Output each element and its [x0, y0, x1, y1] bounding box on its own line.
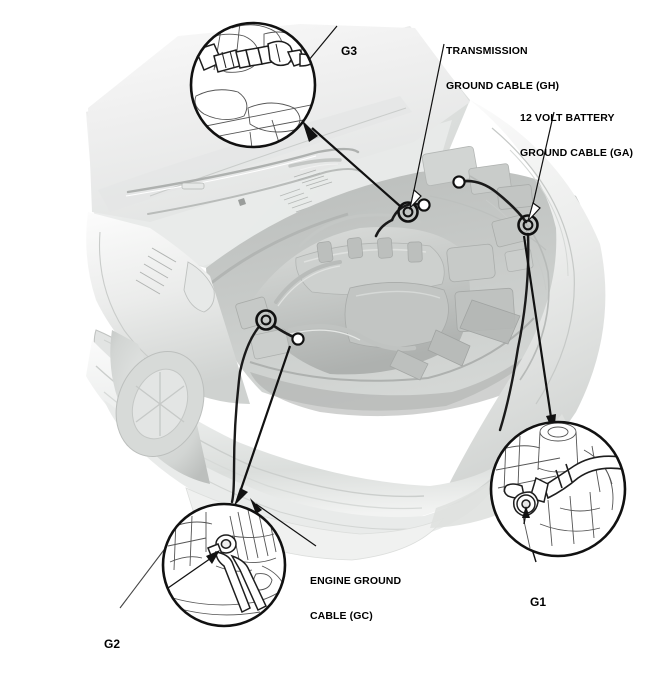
- ground-cable-gh: [374, 202, 426, 238]
- callout-label-g1-line-1: G1: [530, 594, 547, 609]
- g2-inner-arrow: [167, 550, 220, 589]
- leader-g2-label-to-detail: [119, 533, 177, 609]
- callout-label-g1: G1: [530, 569, 546, 636]
- callout-label-ga: 12 VOLT BATTERY GROUND CABLE (GA): [520, 89, 633, 183]
- callout-label-gc-line-2: CABLE (GC): [310, 609, 373, 622]
- scuttle-grille: [293, 169, 333, 190]
- hood-panel: [88, 24, 470, 222]
- right-inner-fender: [469, 175, 550, 381]
- leader-ga-terminal-to-g1: [522, 235, 556, 434]
- callout-label-gc: ENGINE GROUND CABLE (GC): [310, 552, 401, 646]
- g3-detail-artwork: [191, 23, 315, 147]
- leader-gh-label: [408, 43, 445, 211]
- callout-label-gh-line-1: TRANSMISSION: [446, 44, 528, 57]
- callout-label-gc-line-1: ENGINE GROUND: [310, 574, 402, 587]
- leader-g1-label-to-detail: [516, 502, 537, 563]
- callout-label-g3-line-1: G3: [341, 43, 358, 58]
- callout-label-g3: G3: [341, 18, 357, 85]
- ground-cable-ga: [457, 179, 530, 432]
- leader-g3: [294, 25, 338, 75]
- callout-label-gh-line-2: GROUND CABLE (GH): [446, 79, 560, 92]
- leader-terminal-to-g3: [302, 120, 401, 207]
- callout-label-g2-line-1: G2: [104, 636, 121, 651]
- wiper-arms: [125, 147, 363, 215]
- g2-detail-artwork: [163, 504, 285, 626]
- ground-cable-gc: [230, 324, 298, 504]
- callout-label-gh: TRANSMISSION GROUND CABLE (GH): [446, 22, 559, 116]
- terminal-markers: [255, 175, 539, 346]
- callout-label-ga-line-2: GROUND CABLE (GA): [520, 146, 634, 159]
- leader-bumper-to-g2-circle: [240, 344, 298, 500]
- windshield-cowl-panel: [86, 26, 470, 268]
- diagram-canvas: G3 TRANSMISSION GROUND CABLE (GH) 12 VOL…: [86, 18, 634, 651]
- callout-label-ga-line-1: 12 VOLT BATTERY: [520, 111, 615, 124]
- engine-bay: [206, 145, 590, 417]
- g1-inner-arrow: [522, 506, 530, 525]
- leader-gc-terminal-to-g2-detail: [234, 345, 292, 506]
- g1-detail-artwork: [491, 422, 625, 556]
- cowl-vent-slots: [279, 188, 325, 221]
- callout-label-g2: G2: [104, 611, 120, 678]
- leader-gc-label-to-g2: [250, 498, 317, 547]
